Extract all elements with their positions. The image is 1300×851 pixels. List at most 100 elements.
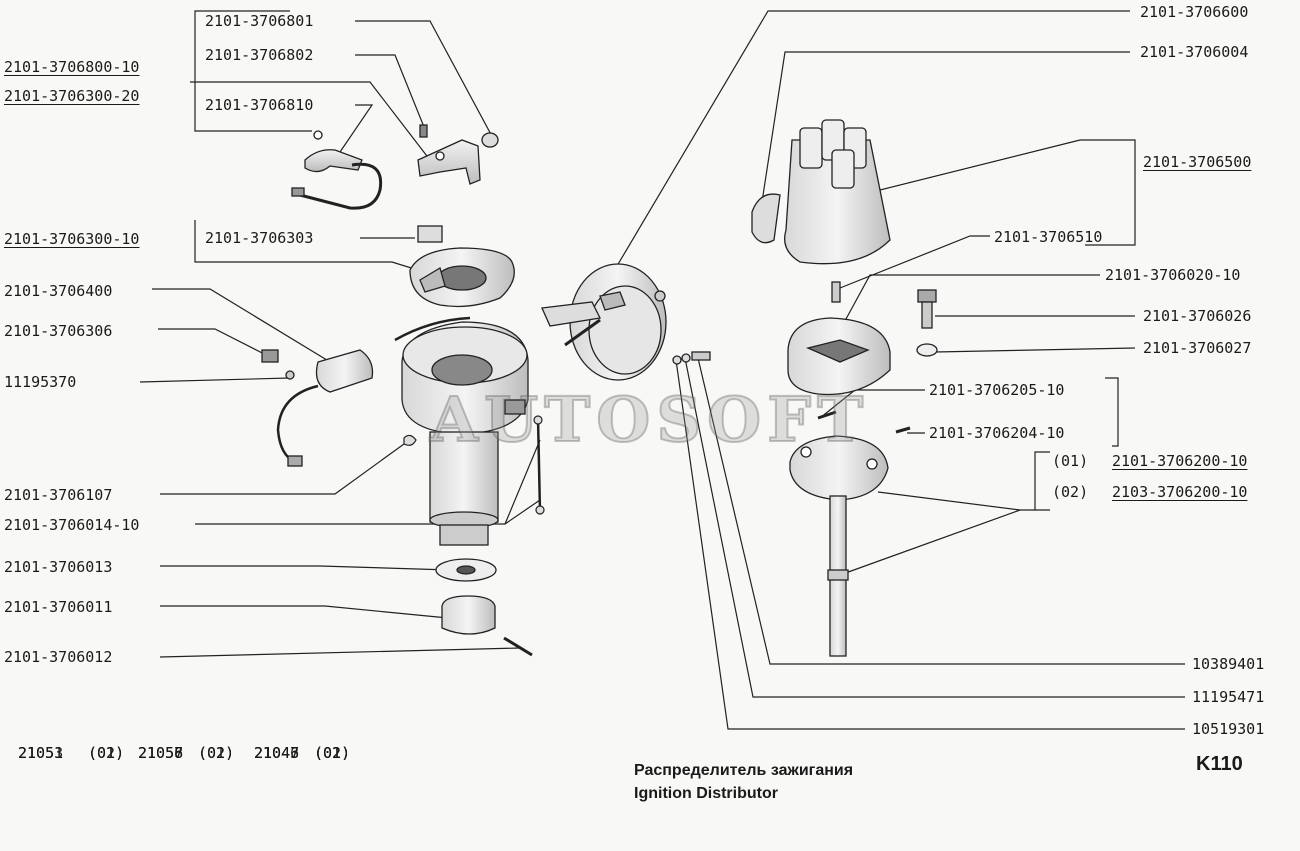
variant-02: (02) [1052,483,1089,501]
leader-11195471 [684,357,1185,698]
leader-3706020-10 [839,274,1100,331]
leader-3706810 [339,104,374,153]
centrifugal-shaft [789,410,911,657]
label-3706600: 2101-3706600 [1140,3,1249,21]
applicability-row: 21051 (01) [18,741,124,765]
leader-3706013 [160,565,451,571]
variant: (02) [198,744,235,762]
vacuum-corrector [541,263,667,381]
variant: (01) [88,744,125,762]
label-3706801: 2101-3706801 [205,12,314,30]
label-3706300-20: 2101-3706300-20 [4,87,140,105]
watermark: AUTOSOFT [429,382,870,457]
lower-parts [435,558,533,657]
label-3706027: 2101-3706027 [1143,339,1252,357]
model: 21043 [254,744,300,762]
leader-3706500 [879,139,1081,191]
variant: (01) [314,744,351,762]
label-3706400: 2101-3706400 [4,282,113,300]
leader-11195370 [139,377,291,383]
title-russian: Распределитель зажигания [634,762,854,779]
label-3706303: 2101-3706303 [205,229,314,247]
bracket-3706800-10 [194,10,312,132]
model: 2104 [254,744,291,762]
label-3706014-10: 2101-3706014-10 [4,516,140,534]
leader-10389401 [697,357,1185,665]
label-3706300-10: 2101-3706300-10 [4,230,140,248]
model: 21047 [254,744,300,762]
variant: (02) [314,744,351,762]
leader-3706027 [934,347,1136,353]
leader-3706600 [584,10,1130,321]
label-3706810: 2101-3706810 [205,96,314,114]
model: 21046 [254,744,300,762]
label-3706500: 2101-3706500 [1143,153,1252,171]
leader-3706400 [152,288,341,369]
applicability-row: 21056(01) [138,741,234,765]
label-3706012: 2101-3706012 [4,648,113,666]
label-2103-3706200-10: 2103-3706200-10 [1112,483,1248,501]
label-3706306: 2101-3706306 [4,322,113,340]
label-3706013: 2101-3706013 [4,558,113,576]
leader-3706012 [159,647,521,658]
applicability-row: 21057 (02) [138,741,234,765]
label-3706004: 2101-3706004 [1140,43,1249,61]
label-3706800-10: 2101-3706800-10 [4,58,140,76]
variant: (02) [198,744,235,762]
label-3706026: 2101-3706026 [1143,307,1252,325]
model: 2105 [18,744,55,762]
bracket-3706200 [1034,451,1050,511]
label-3706107: 2101-3706107 [4,486,113,504]
vacuum-rod-parts [403,415,545,515]
model: 21057 [138,744,184,762]
capacitor [261,349,374,467]
variant: (01) [314,744,351,762]
label-3706011: 2101-3706011 [4,598,113,616]
label-3706205-10: 2101-3706205-10 [929,381,1065,399]
leader-10519301 [675,359,1185,730]
contact-bracket [417,124,499,185]
label-3706510: 2101-3706510 [994,228,1103,246]
leader-3706802 [355,54,425,128]
label-3706200-10: 2101-3706200-10 [1112,452,1248,470]
model: 21058 [138,744,184,762]
leader-3706011 [160,605,449,619]
variant-01: (01) [1052,452,1089,470]
label-3706204-10: 2101-3706204-10 [929,424,1065,442]
applicability-row: 21058 (02) [138,741,234,765]
applicability-row: 2104 (01) [254,741,350,765]
applicability-row: 21043 (02) [254,741,350,765]
distributor-cap [751,119,891,265]
applicability-row: 21046 (01) [254,741,350,765]
model: 21056 [138,744,184,762]
distributor-housing [394,316,529,546]
bracket-3706205 [1105,377,1119,447]
small-pins [672,351,711,365]
leader-3706107 [160,443,405,495]
leader-3706014-10b [504,439,541,525]
leader-3706200 [877,491,1035,511]
leader-3706200b [839,509,1021,576]
model: 21051 [18,744,64,762]
leader-3706801 [355,20,495,141]
breaker-points [291,130,383,210]
applicability-table: 2105(01) 21051(01) 21053(02) 21056(01) 2… [18,741,358,841]
applicability-row: 2105 (01) [18,741,124,765]
leader-3706300-20 [190,81,431,161]
leader-3706306 [158,328,273,359]
label-3706802: 2101-3706802 [205,46,314,64]
applicability-row: 21047 (02) [254,741,350,765]
label-10389401: 10389401 [1192,655,1265,673]
leader-lines [139,10,1185,730]
variant: (01) [88,744,125,762]
variant: (02) [314,744,351,762]
model: 21053 [18,744,64,762]
label-11195471: 11195471 [1192,688,1265,706]
leader-3706004 [759,51,1130,216]
label-3706020-10: 2101-3706020-10 [1105,266,1241,284]
applicability-row: 21053(02) [18,741,124,765]
breaker-plate [409,225,515,308]
bracket-3706500 [1080,139,1136,246]
label-11195370: 11195370 [4,373,77,391]
